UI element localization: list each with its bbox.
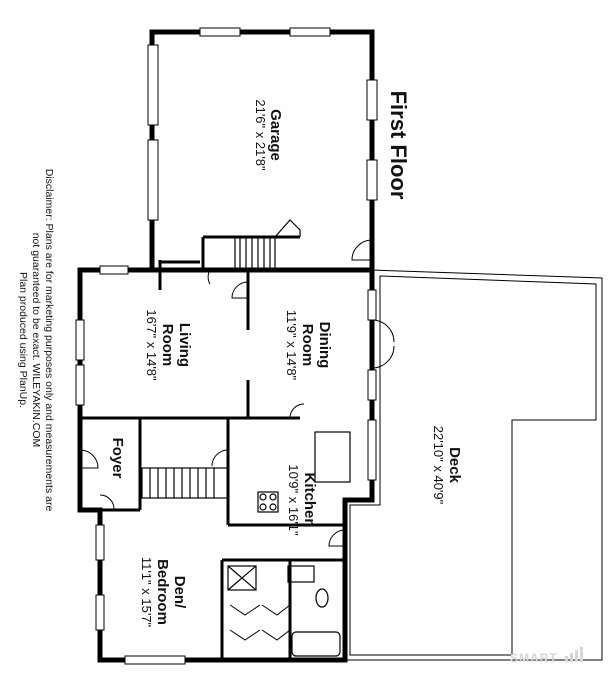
dining-window-2: [367, 369, 377, 401]
disclaimer: Disclaimer: Plans are for marketing purp…: [17, 169, 55, 512]
kitchen-label-group: Kitchen 10'9" x 16'1": [286, 464, 318, 536]
garage-stairs: [234, 219, 301, 270]
den-dims: 11'1" x 15'7": [139, 557, 154, 628]
foyer-stairs: [141, 467, 229, 499]
toilet: [315, 588, 329, 608]
interior-walls: [80, 260, 345, 660]
garage-dims: 21'6" x 21'8": [253, 99, 268, 171]
living-label-2: Room: [159, 324, 176, 367]
deck-inner-outline: [349, 275, 597, 656]
garage-window-4: [366, 159, 378, 201]
deck-label: Deck: [446, 447, 463, 484]
den-window-1: [95, 524, 105, 561]
den-door: [99, 494, 115, 510]
den-window-bottom: [124, 655, 186, 665]
floor-title: First Floor: [386, 91, 411, 200]
living-window-left-2: [75, 364, 85, 406]
living-window-top: [99, 265, 129, 275]
living-door: [231, 281, 249, 299]
house-exterior-walls: [77, 267, 375, 663]
garage-window-3: [366, 79, 378, 121]
shower: [227, 565, 257, 591]
foyer-entry-door: [79, 449, 99, 469]
deck-dims: 22'10" x 40'9": [431, 426, 446, 505]
den-label-group: Den/ Bedroom 11'1" x 15'7": [139, 557, 188, 628]
living-window-left-1: [75, 319, 85, 361]
hall-door: [211, 449, 229, 467]
den-label-1: Den/: [171, 576, 188, 609]
watermark: SMART: [510, 651, 558, 665]
foyer-label-group: Foyer: [109, 438, 126, 479]
vanity: [287, 565, 315, 583]
living-dims: 16'7" x 14'8": [144, 309, 159, 381]
den-window-2: [95, 594, 105, 631]
kitchen-island: [314, 431, 351, 483]
disclaimer-line-3: Plan produced using PlanUp.: [17, 272, 29, 408]
dining-label-1: Dining: [316, 322, 333, 369]
garage-window-1: [147, 44, 159, 126]
kitchen-label: Kitchen: [301, 472, 318, 527]
bathtub: [291, 631, 341, 657]
dining-french-doors: [371, 319, 395, 369]
den-label-2: Bedroom: [154, 559, 171, 625]
watermark-bars: [565, 647, 583, 662]
deck-label-group: Deck 22'10" x 40'9": [431, 426, 463, 505]
dining-dims: 11'9" x 14'8": [284, 310, 299, 381]
garage-label: Garage: [267, 109, 284, 161]
foyer-label: Foyer: [109, 438, 126, 479]
dining-label-group: Dining Room 11'9" x 14'8": [284, 310, 333, 381]
disclaimer-line-2: not guaranteed to be exact. WILEYAKIN.CO…: [30, 233, 42, 448]
kitchen-dims: 10'9" x 16'1": [286, 464, 301, 536]
living-label-1: Living: [176, 323, 193, 367]
garage-window-6: [289, 27, 331, 37]
garage-window-2: [147, 139, 159, 221]
dining-window-1: [367, 289, 377, 321]
living-label-group: Living Room 16'7" x 14'8": [144, 309, 193, 381]
stove: [257, 491, 279, 513]
garage-label-group: Garage 21'6" x 21'8": [253, 99, 284, 171]
closet-doors-1: [229, 604, 291, 616]
garage-to-house-door: [207, 269, 211, 285]
closet-doors-2: [229, 629, 291, 641]
disclaimer-line-1: Disclaimer: Plans are for marketing purp…: [43, 169, 55, 512]
kitchen-door: [289, 403, 305, 419]
kitchen-window: [367, 419, 377, 481]
garage-window-5: [199, 27, 241, 37]
dining-label-2: Room: [299, 324, 316, 367]
garage-side-door: [351, 239, 373, 261]
kitchen-side-door: [328, 529, 346, 547]
